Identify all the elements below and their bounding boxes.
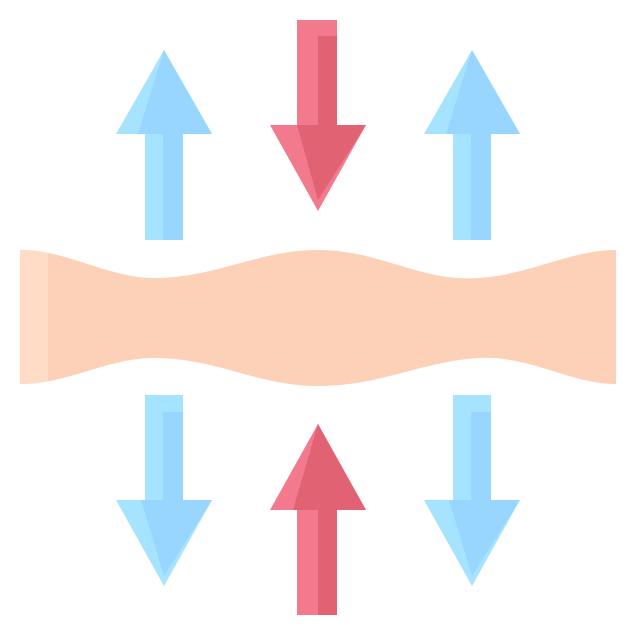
arrow-up-right-top-icon: [424, 50, 520, 240]
arrow-down-center-top-icon: [270, 20, 366, 211]
arrow-down-left-bottom-icon: [116, 395, 212, 586]
arrow-down-right-bottom-icon: [424, 395, 520, 586]
arrow-up-left-top-icon: [116, 50, 212, 240]
fabric-layer-icon: [20, 250, 616, 386]
arrow-up-center-bottom-icon: [270, 424, 366, 615]
